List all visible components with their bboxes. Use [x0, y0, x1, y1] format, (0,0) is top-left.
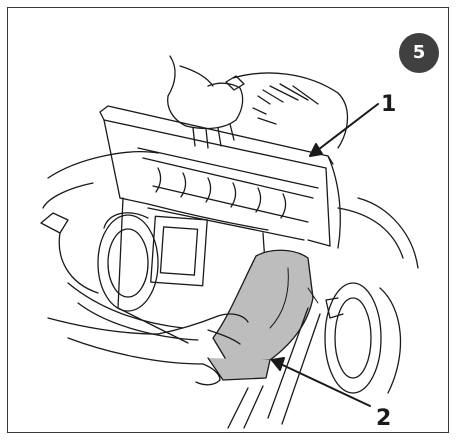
callout-arrows	[271, 103, 379, 407]
left-wheel	[97, 212, 159, 312]
grass-bag	[207, 249, 319, 381]
callout-2-arrowhead	[271, 357, 285, 371]
right-wheels	[324, 197, 419, 394]
callout-label-2: 2	[376, 406, 392, 431]
callout-label-1: 1	[381, 92, 397, 117]
engine-cover	[225, 72, 349, 149]
lower-handle-bar	[227, 307, 321, 429]
mower-deck	[40, 151, 199, 341]
lower-hand	[47, 313, 249, 386]
diagram-frame: 5 1 2	[7, 7, 449, 433]
callout-2-leader	[271, 359, 371, 407]
flap-grill	[137, 147, 319, 241]
upper-hand	[167, 55, 244, 149]
callout-1-arrowhead	[309, 143, 323, 157]
step-number-badge: 5	[399, 33, 439, 73]
mower-illustration	[40, 55, 419, 429]
callout-1-leader	[309, 103, 379, 157]
